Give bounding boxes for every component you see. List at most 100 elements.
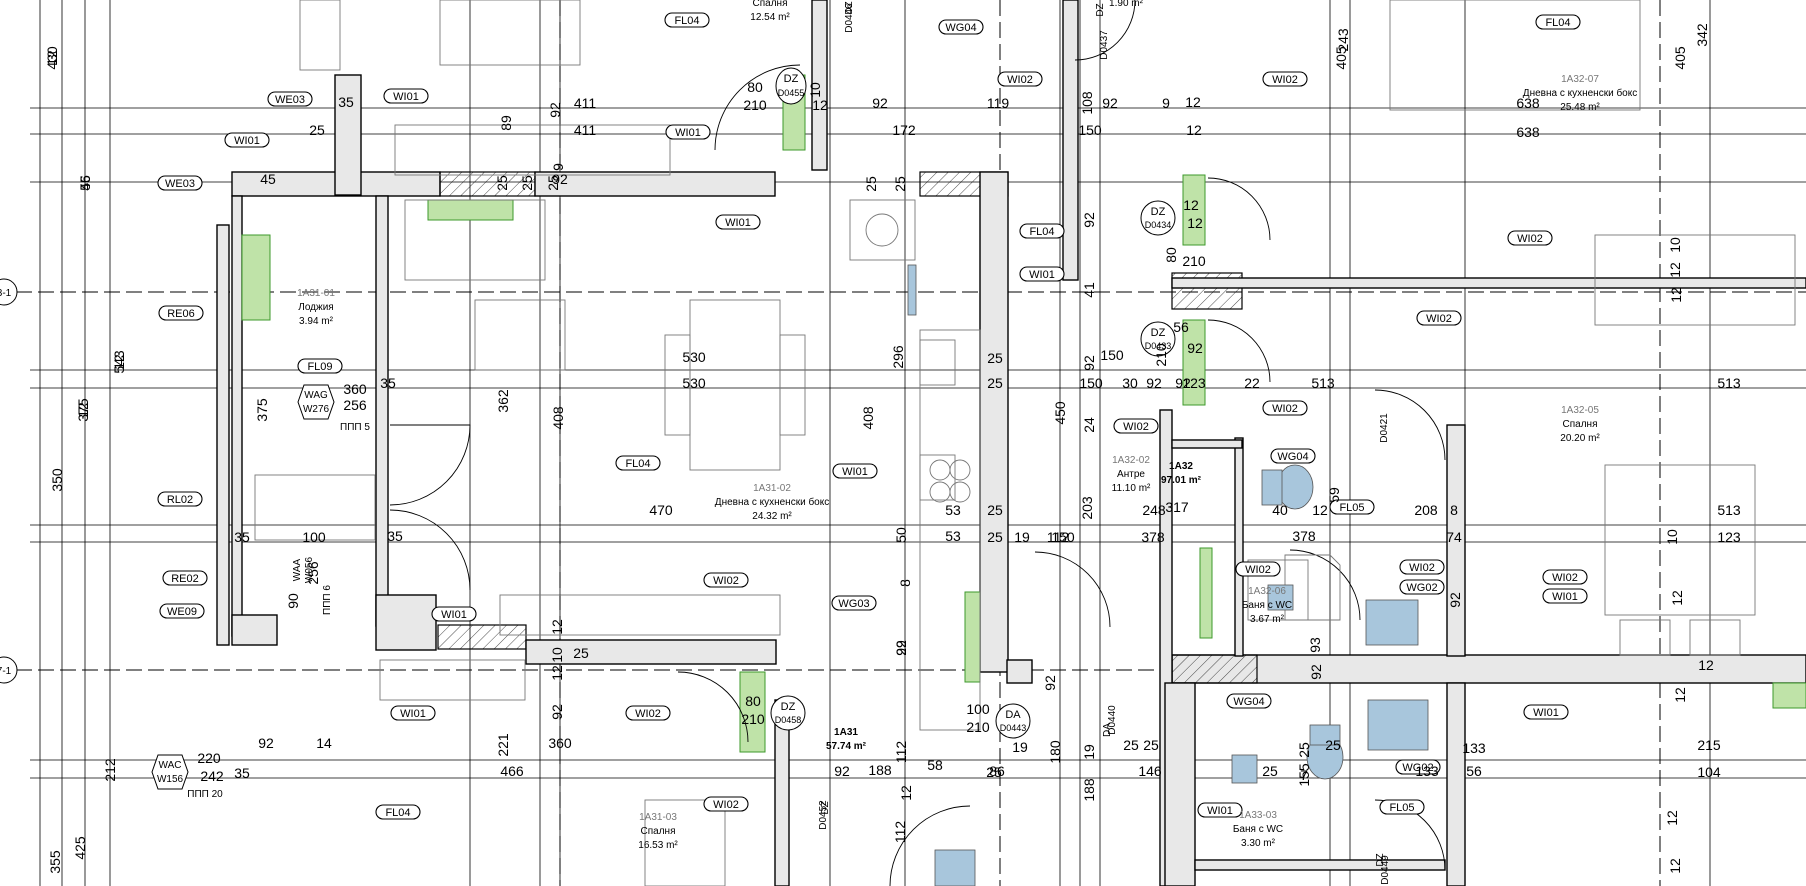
dimension-value: 543	[111, 350, 127, 374]
dimension-value: 256	[343, 397, 367, 413]
tag-text: WI02	[635, 708, 661, 720]
sanitary-fixtures	[907, 264, 1429, 886]
dimension-value: 12	[1669, 590, 1685, 606]
tag-fl05: FL05	[1329, 499, 1375, 515]
dimension-value: 150	[1051, 529, 1075, 545]
drawing-label: DZ	[1095, 3, 1106, 16]
tag-text: WG04	[1277, 451, 1308, 463]
tag-text: WI01	[1533, 707, 1559, 719]
room-code: 1A33-03	[1239, 810, 1277, 821]
dimension-value: 360	[343, 381, 367, 397]
dimension-value: 53	[945, 502, 961, 518]
dimension-value: 150	[1079, 375, 1103, 391]
dimension-value: 80	[745, 693, 761, 709]
dimension-value: 86	[989, 763, 1005, 779]
dimension-value: 41	[1081, 282, 1097, 298]
dimension-value: 19	[1012, 739, 1028, 755]
tag-text: WG03	[838, 598, 869, 610]
dimension-value: 405	[1333, 46, 1349, 70]
hex-tag-top: WAC	[159, 760, 182, 771]
dimension-value: 12	[1183, 197, 1199, 213]
dimension-value: 12	[1667, 858, 1683, 874]
dimension-value: 9	[550, 163, 566, 171]
tag-wi02: WI02	[703, 796, 749, 812]
dimension-value: 119	[987, 95, 1010, 111]
dimension-value: 50	[893, 527, 909, 543]
door-type: DZ	[781, 701, 796, 713]
dimension-value: 14	[316, 735, 332, 751]
dimension-value: 12	[812, 97, 828, 113]
tag-wi01: WI01	[1542, 588, 1588, 604]
dimension-value: 92	[552, 171, 568, 187]
tag-wg04: WG04	[938, 19, 984, 35]
tag-fl04: FL04	[615, 455, 661, 471]
tag-wi02: WI02	[625, 705, 671, 721]
dimension-value: 466	[500, 763, 524, 779]
tag-wg04: WG04	[1270, 448, 1316, 464]
unit-area: 57.74 m²	[826, 741, 867, 752]
dimension-value: 210	[1182, 253, 1206, 269]
hex-tag-top: WAG	[304, 390, 328, 401]
dimension-value: 92	[1308, 664, 1324, 680]
room-bedroom-top: Спалня 12.54 m²	[750, 0, 790, 23]
dimension-value: 208	[1414, 502, 1438, 518]
tag-wi02: WI02	[997, 71, 1043, 87]
tag-text: WI01	[234, 135, 260, 147]
dimension-value: 30	[1122, 375, 1138, 391]
tag-wi01: WI01	[1197, 802, 1243, 818]
tag-text: WE03	[165, 178, 195, 190]
room-area: 11.10 m²	[1112, 483, 1151, 494]
dimension-value: 215	[1697, 737, 1721, 753]
dimension-value: 7	[1300, 767, 1308, 783]
tag-wi01: WI01	[1523, 704, 1569, 720]
room-name: Баня с WC	[1233, 824, 1283, 835]
dimension-value: 25	[1296, 742, 1312, 758]
tag-wi02: WI02	[1262, 400, 1308, 416]
tag-text: FL04	[1029, 226, 1054, 238]
dimension-value: 638	[1516, 95, 1540, 111]
tag-text: WI01	[1029, 269, 1055, 281]
dimension-value: 25	[986, 764, 1002, 780]
dimension-value: 9	[1162, 95, 1170, 111]
tag-text: WI02	[1552, 572, 1578, 584]
dimension-value: 92	[1447, 592, 1463, 608]
dimension-value: 25	[519, 175, 535, 191]
dimension-value: 24	[1081, 417, 1097, 433]
dimension-value: 35	[387, 528, 403, 544]
drawing-label: D0440	[1107, 705, 1118, 735]
dimension-value: 74	[1446, 529, 1462, 545]
room-name: Спалня	[641, 826, 676, 837]
drawing-label: D0421	[1379, 413, 1390, 443]
dimension-value: 203	[1079, 496, 1095, 520]
tag-text: WI01	[400, 708, 426, 720]
tag-text: RE02	[171, 573, 199, 585]
dimension-value: 25	[545, 175, 561, 191]
dimension-value: 123	[1182, 375, 1206, 391]
tag-wi01: WI01	[1019, 266, 1065, 282]
drawing-label: D0449	[1380, 855, 1391, 885]
dimension-value: 92	[1187, 340, 1203, 356]
dimension-value: 104	[1697, 764, 1721, 780]
dimension-value: 172	[892, 122, 916, 138]
dimension-value: 12	[1664, 810, 1680, 826]
drawing-label: D0437	[1099, 30, 1110, 60]
dimension-value: 25	[863, 176, 879, 192]
room-code: 1A31-03	[639, 812, 677, 823]
dimension-value: 10	[1667, 237, 1683, 253]
dimension-value: 25	[1123, 737, 1139, 753]
tag-wi01: WI01	[665, 124, 711, 140]
room-name: Дневна с кухненски бокс	[1523, 87, 1637, 99]
tag-text: WG02	[1402, 762, 1433, 774]
drawing-label: D0446	[844, 3, 855, 33]
tag-wi02: WI02	[1113, 418, 1159, 434]
drawing-label: ППП 6	[322, 585, 333, 615]
room-code: 1A31-02	[753, 483, 791, 494]
dimension-value: 112	[893, 741, 909, 764]
door-swings	[389, 0, 1446, 886]
room-1a31-03: 1A31-03 Спалня 16.53 m²	[638, 812, 678, 851]
tag-we03: WE03	[157, 175, 203, 191]
drawing-label: W056	[304, 557, 315, 584]
